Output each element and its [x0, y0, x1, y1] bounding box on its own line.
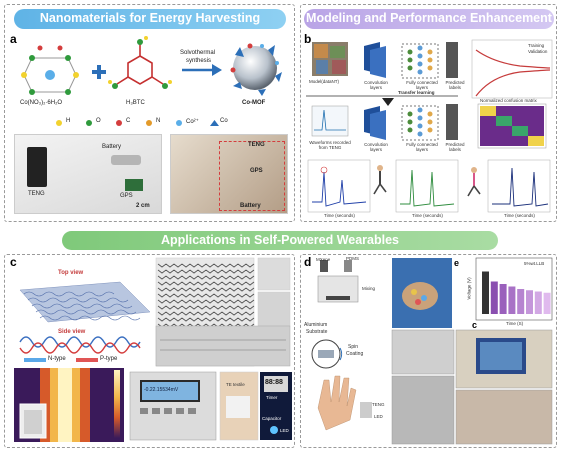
side-view-label: Side view — [58, 329, 86, 335]
sub-panel-c-letter: c — [472, 320, 478, 330]
panel-c-letter: c — [10, 255, 17, 269]
timer-label: Timer — [266, 395, 278, 400]
p-type-label: P-type — [100, 356, 118, 362]
legend-swatch-2 — [116, 120, 122, 126]
mixing-label: Mixing — [362, 286, 376, 291]
battery-cell — [111, 155, 141, 165]
block-label-pred-top: Predicted labels — [445, 80, 465, 90]
jacket-label-teng: TENG — [248, 142, 265, 148]
training-legend-2: Validation — [528, 49, 548, 54]
block-label-model: Model(dataNT) — [309, 79, 340, 84]
wearable-jacket-photo — [170, 134, 288, 214]
panel-d — [300, 254, 557, 448]
block-label-waveforms: Waveforms recorded from TENG — [309, 140, 351, 150]
product-label: Co-MOF — [242, 100, 266, 106]
jacket-label-battery: Battery — [240, 203, 261, 209]
gps-module — [125, 179, 143, 191]
legend-label-3: N — [156, 118, 161, 124]
confusion-matrix-title: Normalized confusion matrix — [480, 98, 537, 103]
reagent-2-label: H₃BTC — [126, 100, 145, 106]
block-label-fc-bottom: Fully connected layers — [406, 142, 438, 152]
bar-chart-ylabel: Voltage (V) — [466, 277, 472, 300]
block-label-fc-top: Fully connected layers — [406, 80, 438, 90]
waveform-3-xlabel: Time (seconds) — [504, 213, 535, 218]
block-label-conv-top: Convolution layers — [364, 80, 388, 90]
banner-energy: Nanomaterials for Energy Harvesting — [14, 9, 286, 29]
legend-swatch-4 — [176, 120, 182, 126]
arrow-label-solvothermal: Solvothermal — [180, 50, 216, 56]
photo-label-teng: TENG — [28, 191, 45, 197]
legend-swatch-3 — [146, 120, 152, 126]
arrow-label-synthesis: synthesis — [186, 58, 212, 64]
pdms-label: PDMS — [346, 256, 360, 261]
reagent-1-label: Co(NO₃)₂·6H₂O — [20, 100, 63, 106]
legend-label-0: H — [66, 118, 71, 124]
multimeter-display: -0.22.15534mV — [144, 387, 179, 393]
transfer-learning-label: Transfer learning — [398, 90, 435, 95]
te-textile-label: TE textile — [226, 382, 245, 387]
aluminium-label: Aluminium — [304, 322, 328, 328]
capacitor-label: Capacitor — [262, 416, 282, 421]
block-label-pred-bottom: Predicted labels — [445, 142, 465, 152]
legend-label-4: Co²⁺ — [186, 119, 199, 125]
n-type-label: N-type — [48, 356, 66, 362]
sub-panel-e-letter: e — [454, 258, 460, 268]
substrate-label: Substrate — [306, 329, 328, 335]
legend-swatch-1 — [86, 120, 92, 126]
legend-label-1: O — [96, 118, 101, 124]
banner-modeling: Modeling and Performance Enhancement — [304, 9, 554, 29]
waveform-2-xlabel: Time (seconds) — [412, 213, 443, 218]
scale-bar-label: 2 cm — [136, 203, 150, 209]
panel-a-letter: a — [10, 32, 17, 46]
bar-chart-title: 5%wt.LLB — [524, 261, 545, 266]
training-legend-1: Training — [528, 43, 545, 48]
photo-label-gps: GPS — [120, 193, 133, 199]
led-label: LED — [280, 428, 289, 433]
banner-applications: Applications in Self-Powered Wearables — [62, 231, 498, 250]
timer-display: 88:88 — [265, 379, 283, 386]
spin-label: Spin — [348, 344, 359, 350]
atom-legend: H O C N Co²⁺ Co — [56, 118, 256, 128]
teng-patch — [27, 147, 47, 187]
coating-label: Coating — [346, 351, 364, 357]
photo-label-battery: Battery — [102, 144, 122, 150]
block-label-conv-bottom: Convolution layers — [364, 142, 388, 152]
legend-swatch-0 — [56, 120, 62, 126]
teng-label-d: TENG — [372, 402, 385, 407]
inset-dashed-box — [219, 141, 285, 211]
teng-device-photo — [14, 134, 162, 214]
legend-label-2: C — [126, 118, 131, 124]
panel-b-letter: b — [304, 32, 312, 46]
led-label-d: LED — [374, 414, 383, 419]
panel-d-letter: d — [304, 255, 312, 269]
waveform-1-xlabel: Time (seconds) — [324, 213, 355, 218]
mxene-label: MXene — [316, 257, 331, 262]
legend-swatch-5 — [210, 120, 219, 126]
jacket-label-gps: GPS — [250, 168, 263, 174]
panel-c — [4, 254, 295, 448]
bar-chart-xlabel: Time (S) — [506, 321, 524, 326]
legend-label-5: Co — [220, 118, 228, 124]
panel-b — [300, 4, 557, 222]
top-view-label: Top view — [58, 270, 84, 276]
